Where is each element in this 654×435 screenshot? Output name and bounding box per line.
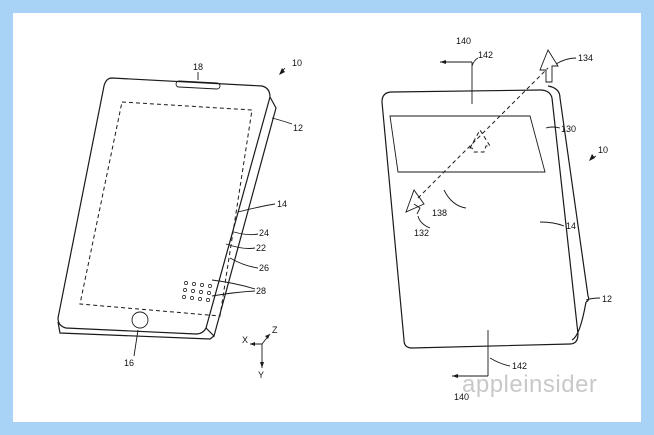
left-phone-bottom-edge [57, 321, 215, 340]
label-28: 28 [256, 286, 266, 296]
label-138: 138 [432, 208, 447, 218]
label-132: 132 [414, 228, 429, 238]
speaker-slot [175, 80, 221, 90]
label-142-top: 142 [478, 50, 493, 60]
watermark-appleinsider: appleinsider [462, 371, 597, 398]
arrow-head-10-right [589, 154, 595, 161]
emitted-arrow [539, 49, 559, 83]
label-18: 18 [193, 62, 203, 72]
home-button [131, 311, 149, 329]
axis-label-x: X [242, 335, 248, 345]
label-134: 134 [578, 53, 593, 63]
observer-mark [413, 203, 421, 215]
axis-label-z: Z [272, 325, 278, 335]
right-phone-side-bottom [571, 301, 587, 341]
label-10: 10 [292, 58, 302, 68]
patent-drawing-frame [13, 13, 641, 422]
internal-arrow [469, 129, 491, 153]
left-phone-front-view: 10 18 12 14 24 22 26 28 16 Z X Y [57, 58, 303, 380]
label-140-top: 140 [456, 36, 471, 46]
label-16: 16 [124, 358, 134, 368]
left-phone-side-edge [205, 96, 277, 338]
section-line-bottom [452, 330, 489, 377]
section-line-top [440, 61, 473, 104]
label-22: 22 [256, 243, 266, 253]
observer-shape [405, 189, 425, 213]
light-ray [417, 67, 549, 199]
label-12-right: 12 [602, 294, 612, 304]
left-leader-lines [133, 67, 293, 357]
label-12: 12 [293, 123, 303, 133]
label-140-bottom: 140 [454, 392, 469, 402]
right-phone-body [381, 89, 579, 349]
coordinate-axes: Z X Y [242, 325, 278, 380]
label-142-bottom: 142 [512, 361, 527, 371]
display-area [79, 101, 253, 317]
section-arrow-top [440, 60, 446, 64]
section-arrow-bottom [452, 374, 458, 378]
left-phone-body [57, 77, 271, 335]
axis-label-y: Y [258, 370, 264, 380]
right-leader-lines [417, 57, 601, 367]
label-24: 24 [259, 228, 269, 238]
label-14: 14 [277, 199, 287, 209]
camera-window [389, 115, 546, 173]
label-130: 130 [561, 124, 576, 134]
right-phone-side-edge [547, 85, 590, 303]
label-26: 26 [259, 263, 269, 273]
right-phone-rear-view: 140 142 134 130 10 138 14 132 12 142 140 [381, 36, 612, 402]
sensor-array [182, 281, 212, 302]
arrow-head-10 [279, 68, 285, 75]
label-10-right: 10 [598, 145, 608, 155]
label-14-right: 14 [566, 221, 576, 231]
